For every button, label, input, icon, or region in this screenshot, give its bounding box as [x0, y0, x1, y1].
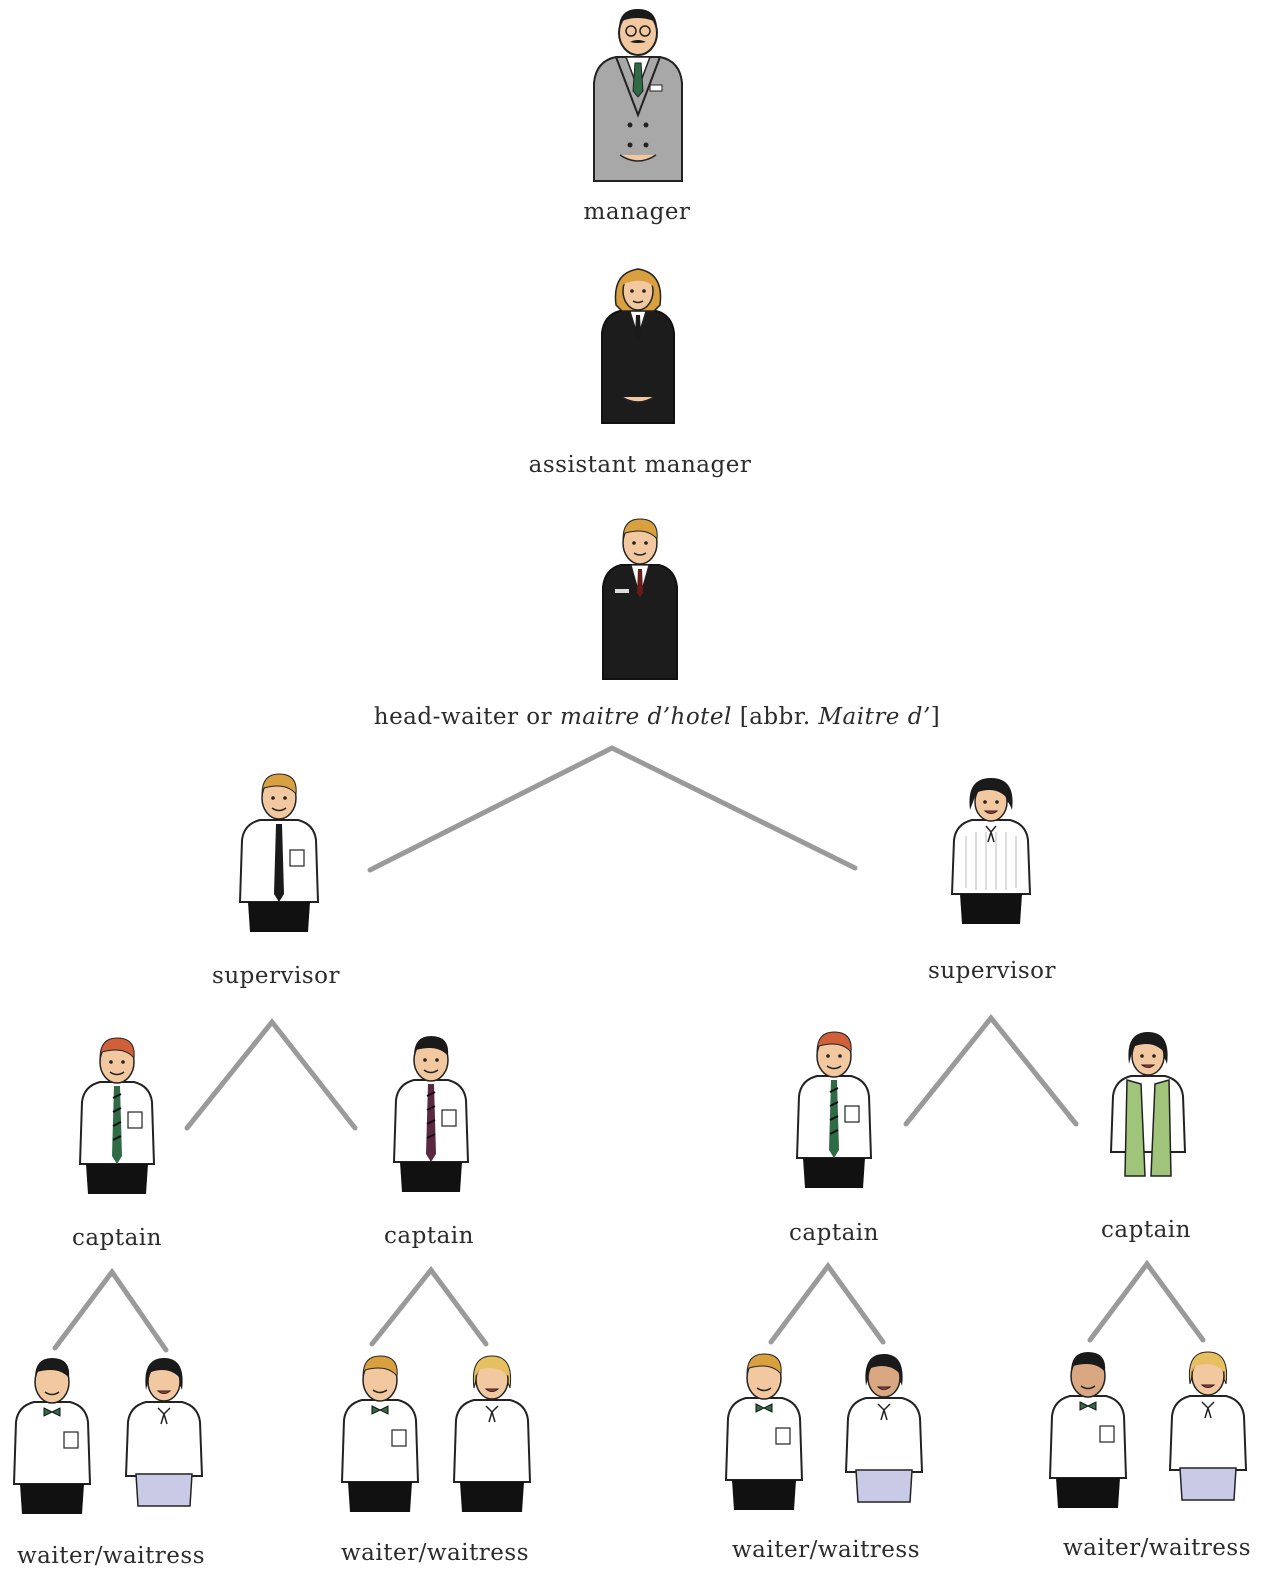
head-waiter-figure: [602, 518, 678, 680]
label-captain-2: captain: [384, 1223, 474, 1249]
connector-captain-1-to-waiters: [52, 1267, 169, 1353]
waiter-pair-3-figure: [724, 1353, 924, 1510]
connector-head-to-supervisors: [367, 745, 858, 873]
label-waiter-1: waiter/waitress: [16, 1543, 206, 1569]
label-waiter-3: waiter/waitress: [731, 1537, 921, 1563]
connector-supervisor-left-to-captains: [184, 1017, 358, 1131]
label-assistant-manager: assistant manager: [528, 452, 752, 478]
connector-captain-3-to-waiters: [768, 1261, 886, 1345]
waiter-pair-4-figure: [1048, 1351, 1248, 1508]
captain-4-figure: [1109, 1032, 1187, 1177]
assistant-manager-figure: [601, 268, 675, 424]
waiter-pair-1-figure: [12, 1358, 204, 1514]
connector-supervisor-right-to-captains: [903, 1014, 1079, 1127]
label-manager: manager: [583, 199, 691, 225]
label-waiter-2: waiter/waitress: [340, 1540, 530, 1566]
manager-figure: [593, 9, 683, 182]
captain-1-figure: [78, 1037, 156, 1194]
label-captain-4: captain: [1101, 1217, 1191, 1243]
label-captain-1: captain: [72, 1225, 162, 1251]
label-supervisor-left: supervisor: [212, 963, 340, 989]
label-head-waiter: head-waiter or maitre d’hotel [abbr. Mai…: [373, 704, 941, 730]
connector-captain-4-to-waiters: [1087, 1259, 1206, 1343]
captain-2-figure: [392, 1036, 470, 1192]
label-waiter-4: waiter/waitress: [1062, 1535, 1252, 1561]
supervisor-left-figure: [238, 773, 320, 932]
supervisor-right-figure: [950, 778, 1032, 924]
captain-3-figure: [795, 1031, 873, 1188]
waiter-pair-2-figure: [340, 1355, 532, 1512]
label-supervisor-right: supervisor: [928, 958, 1056, 984]
label-captain-3: captain: [789, 1220, 879, 1246]
connector-captain-2-to-waiters: [369, 1265, 489, 1347]
